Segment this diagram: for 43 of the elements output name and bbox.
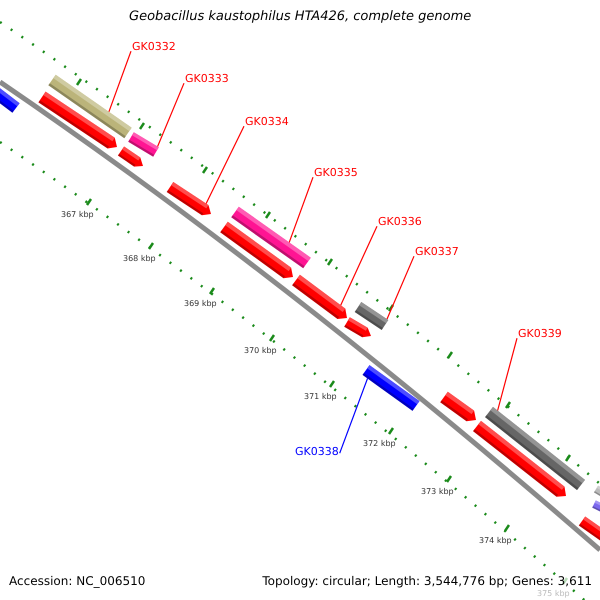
- gene-bar: [118, 146, 143, 167]
- gene-label: GK0332: [132, 40, 176, 54]
- gene-bar: [166, 182, 211, 216]
- gene-label: GK0335: [314, 166, 358, 180]
- leader-line: [206, 126, 245, 204]
- scale-label: 373 kbp: [421, 487, 454, 497]
- scale-label: 369 kbp: [184, 299, 217, 309]
- scale-label: 367 kbp: [61, 210, 94, 220]
- scale-label: 374 kbp: [479, 536, 512, 546]
- gene-bar: [38, 92, 117, 148]
- gene-bar: [594, 486, 600, 498]
- gene-bar: [362, 365, 420, 411]
- gene-label: GK0338: [295, 445, 339, 458]
- leader-line: [108, 51, 132, 112]
- gene-label: GK0337: [415, 245, 459, 258]
- gene-bar: [354, 302, 388, 330]
- leader-line: [157, 82, 185, 147]
- gene-bar: [440, 392, 476, 422]
- gene-bar: [0, 87, 20, 113]
- gene-bar: [592, 500, 600, 514]
- scale-label: 371 kbp: [304, 392, 337, 402]
- gene-bar: [344, 317, 371, 338]
- gene-bar: [128, 132, 159, 157]
- gene-label: GK0336: [378, 215, 422, 228]
- scale-label: 368 kbp: [123, 254, 156, 264]
- scale-label: 372 kbp: [363, 439, 396, 449]
- gene-label: GK0339: [518, 327, 562, 340]
- gene-bar: [578, 516, 600, 542]
- gene-bar: [292, 274, 347, 319]
- leader-line: [386, 256, 415, 320]
- genome-info-text: Topology: circular; Length: 3,544,776 bp; Genes: 3,611: [262, 574, 592, 588]
- accession-text: Accession: NC_006510: [9, 574, 146, 588]
- leader-line: [497, 338, 518, 411]
- scale-label: 370 kbp: [244, 346, 277, 356]
- diagram-title: Geobacillus kaustophilus HTA426, complete genome: [129, 9, 472, 25]
- leader-line: [340, 226, 378, 306]
- leader-line: [288, 177, 314, 243]
- gene-label: GK0334: [245, 115, 289, 128]
- gene-bar: [220, 222, 293, 278]
- scale-label: 375 kbp: [537, 589, 570, 599]
- leader-line: [339, 378, 368, 454]
- gene-label: GK0333: [185, 72, 229, 86]
- gene-bar: [473, 420, 566, 497]
